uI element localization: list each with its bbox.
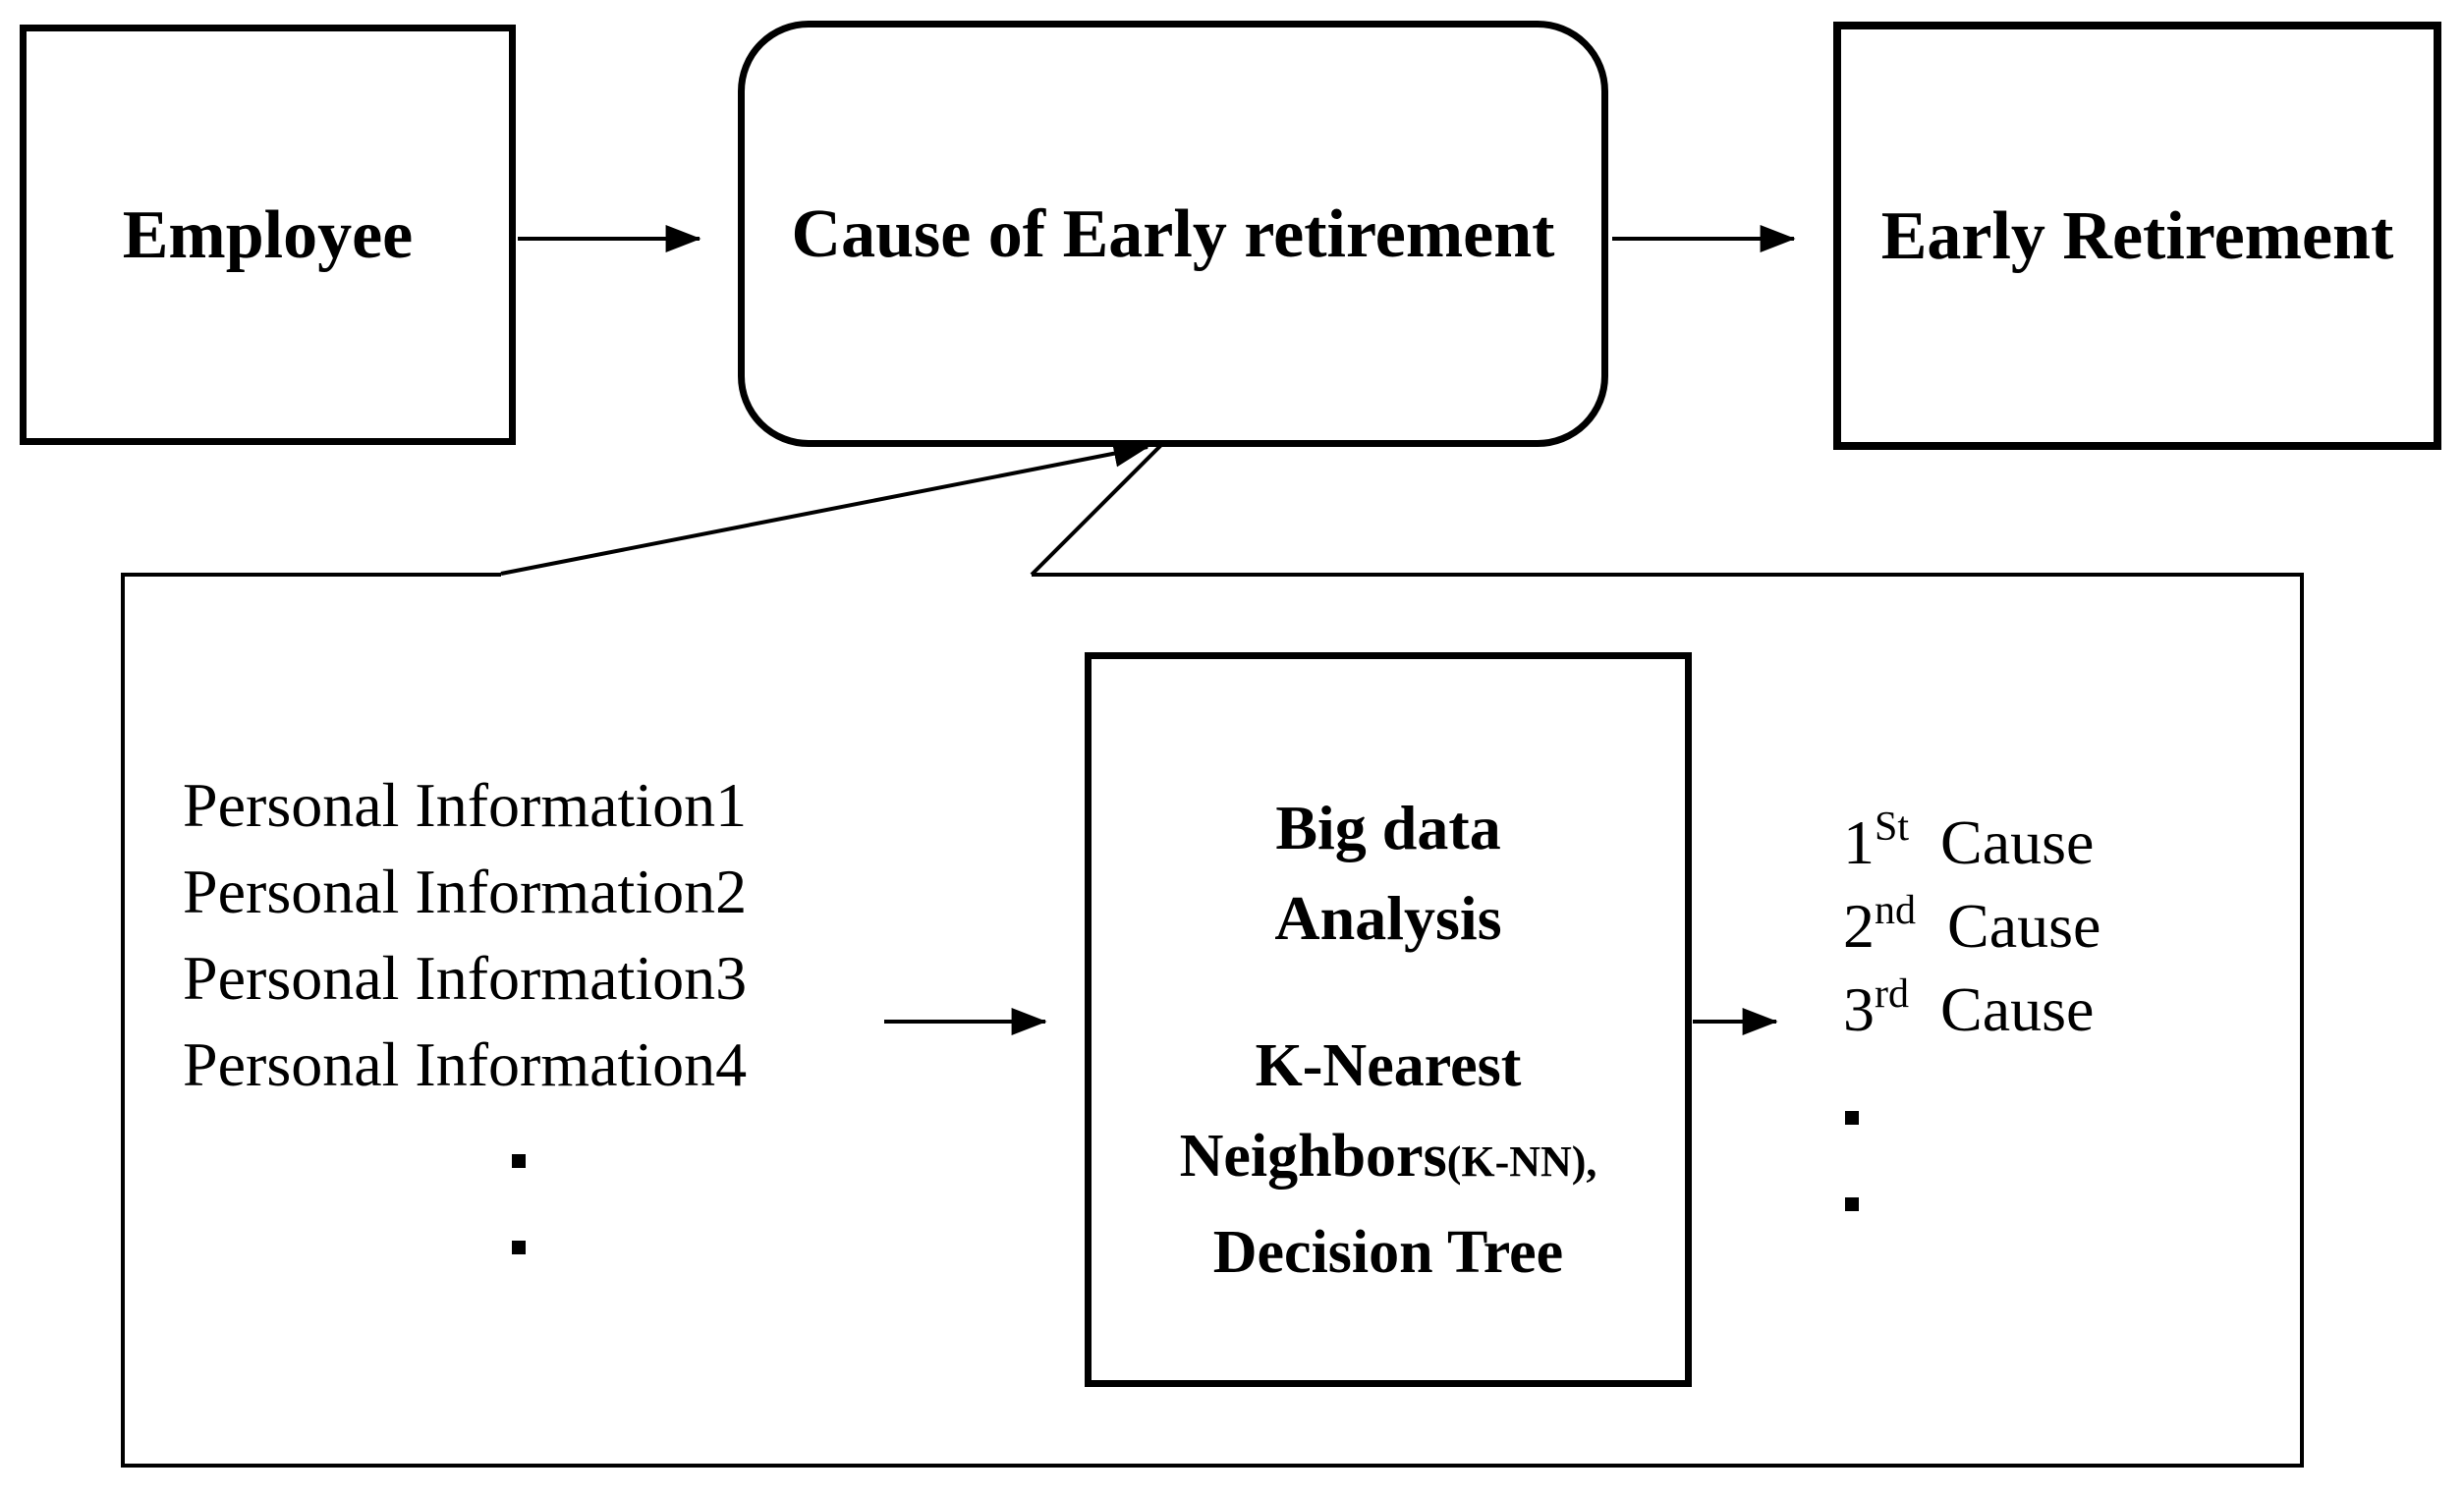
output-ellipsis-dot (1845, 1197, 1859, 1211)
method-line2: Neighbors(K-NN), (1179, 1123, 1597, 1190)
analysis-box-title: Big data Analysis (1092, 783, 1685, 964)
retirement-label: Early Retirement (1880, 197, 2394, 274)
list-item: Personal Information4 (183, 1029, 748, 1099)
employee-box: Employee (20, 25, 516, 445)
employee-label: Employee (122, 196, 414, 273)
list-item: Personal Information1 (183, 770, 748, 840)
input-ellipsis-dot (512, 1154, 526, 1168)
detail-panel-border (121, 573, 2304, 1468)
cause-of-early-retirement-box: Cause of Early retirement (738, 21, 1608, 447)
cause-label: Cause of Early retirement (791, 195, 1555, 272)
ordinal-suffix: nd (1875, 888, 1916, 933)
analysis-title-line2: Analysis (1274, 883, 1502, 953)
callout-line-left-arrow-icon (500, 439, 1149, 576)
early-retirement-box: Early Retirement (1833, 22, 2441, 450)
output-ellipsis-dot (1845, 1111, 1859, 1125)
list-item: Personal Information2 (183, 857, 748, 926)
personal-information-list: Personal Information1 Personal Informati… (183, 762, 747, 1108)
ordinal-suffix: St (1875, 804, 1910, 850)
method-line3: Decision Tree (1212, 1219, 1564, 1286)
ordinal-suffix: rd (1875, 971, 1909, 1017)
list-item: Personal Information3 (183, 943, 748, 1013)
knn-abbreviation: (K-NN), (1446, 1137, 1597, 1186)
analysis-title-line1: Big data (1275, 793, 1501, 862)
method-line1: K-Nearest (1255, 1032, 1522, 1099)
big-data-analysis-box: Big data Analysis K-Nearest Neighbors(K-… (1085, 652, 1692, 1387)
input-ellipsis-dot (512, 1241, 526, 1254)
analysis-box-methods: K-Nearest Neighbors(K-NN), Decision Tree (1092, 1021, 1685, 1298)
callout-line-right (1030, 440, 1166, 577)
